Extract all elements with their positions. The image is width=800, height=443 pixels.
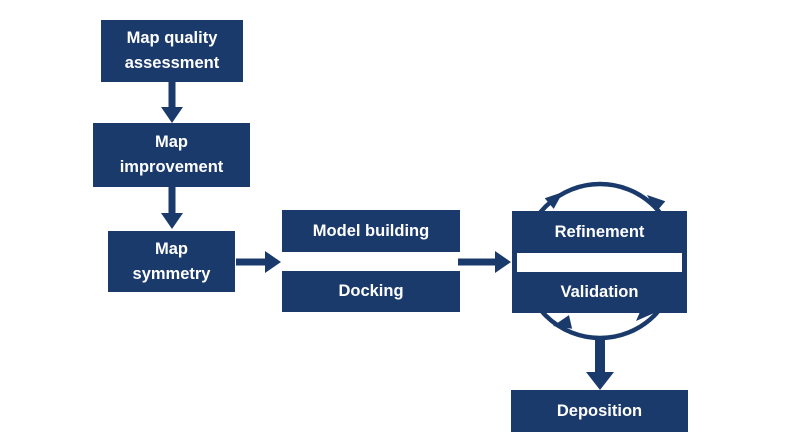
node-refinement: Refinement <box>512 211 687 253</box>
cycle-arrowhead-bottom-left-icon <box>553 315 573 329</box>
cycle-arrowhead-top-right-icon <box>647 195 666 212</box>
arrow-modeling-to-refinement-head-icon <box>495 251 511 273</box>
node-model-building-label: Model building <box>312 221 430 240</box>
arrow-improvement-to-symmetry-head-icon <box>161 213 183 229</box>
node-deposition-label: Deposition <box>556 401 643 420</box>
node-validation-label: Validation <box>560 283 639 302</box>
refinement-validation-divider <box>512 253 687 272</box>
node-map-improvement: Map improvement <box>93 123 250 187</box>
cycle-arrowhead-top-left-icon <box>544 192 563 209</box>
node-refinement-validation-group: Refinement Validation <box>512 211 687 313</box>
arrow-cycle-to-deposition-head-icon <box>586 372 614 390</box>
node-deposition: Deposition <box>511 390 688 432</box>
node-map-symmetry-label: Map symmetry <box>132 239 211 283</box>
node-map-quality-assessment-label: Map quality assessment <box>124 29 220 72</box>
node-map-improvement-label: Map improvement <box>119 133 224 176</box>
arrow-quality-to-improvement-head-icon <box>161 107 183 123</box>
arrow-symmetry-to-modeling-head-icon <box>265 251 281 273</box>
node-docking: Docking <box>282 271 460 312</box>
node-refinement-label: Refinement <box>554 222 645 241</box>
node-map-symmetry: Map symmetry <box>108 231 235 292</box>
node-docking-label: Docking <box>338 282 404 301</box>
node-map-quality-assessment: Map quality assessment <box>101 20 243 82</box>
node-model-building: Model building <box>282 210 460 252</box>
node-validation: Validation <box>512 272 687 313</box>
